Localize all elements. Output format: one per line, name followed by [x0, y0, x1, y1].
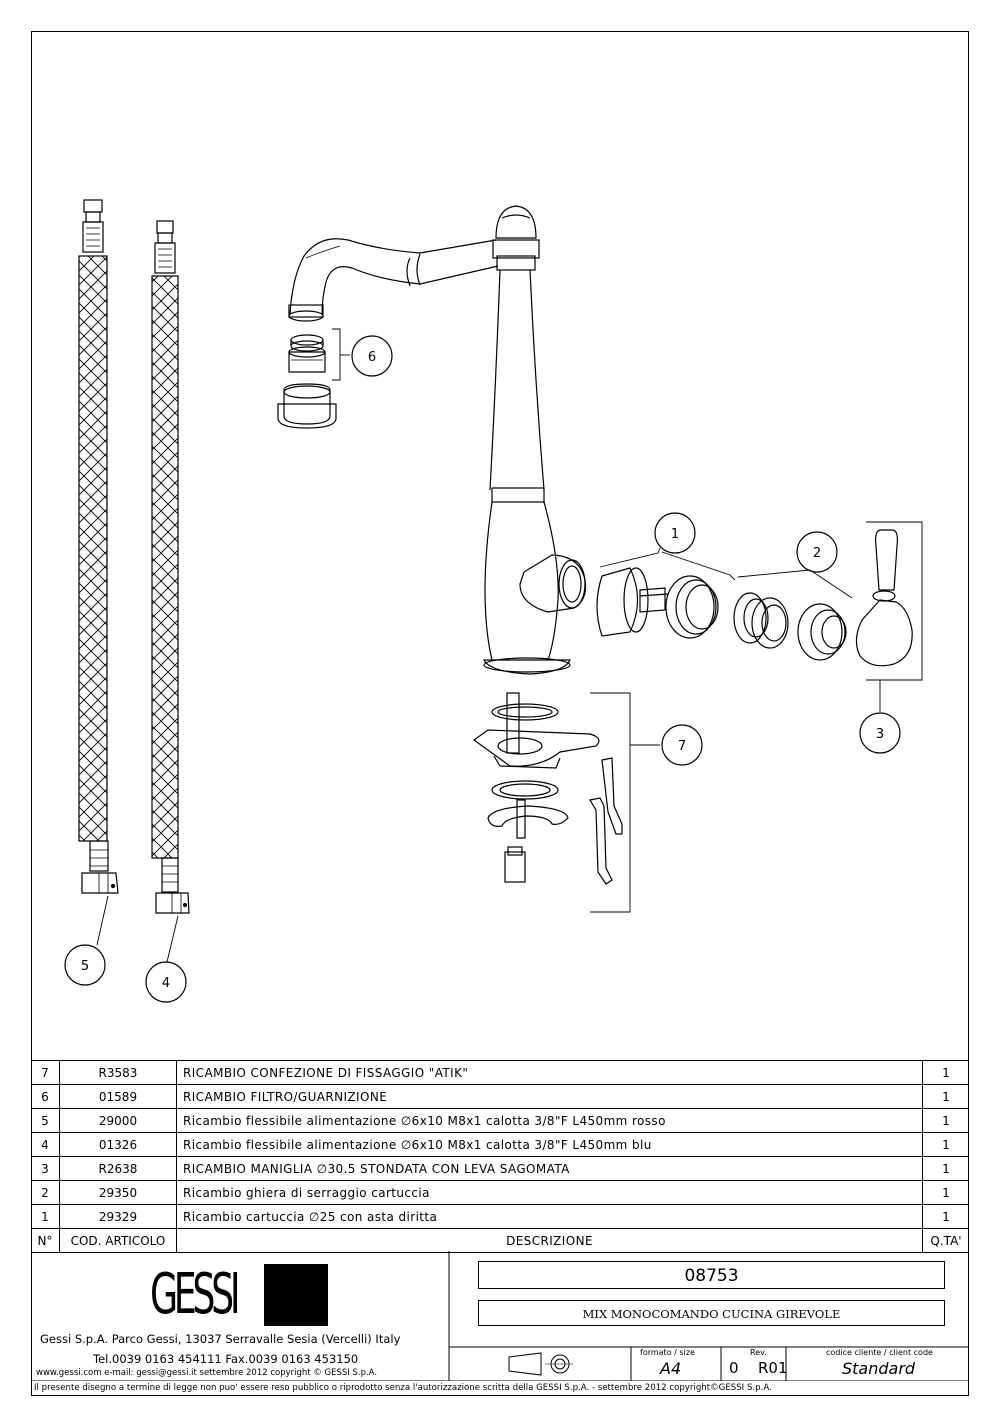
part-code: 29329 [59, 1204, 177, 1229]
part-quantity: 1 [922, 1204, 969, 1229]
part-quantity: 1 [922, 1084, 969, 1109]
callout-7: 7 [661, 724, 703, 766]
company-web: www.gessi.com e-mail: gessi@gessi.it set… [36, 1368, 378, 1378]
hose-red [78, 199, 119, 894]
svg-text:2: 2 [813, 546, 821, 561]
projection-symbol-icon [508, 1352, 573, 1376]
svg-text:4: 4 [162, 976, 170, 991]
leader-lines [96, 328, 923, 963]
ring-nut-parts [733, 592, 847, 661]
part-description: RICAMBIO MANIGLIA ∅30.5 STONDATA CON LEV… [176, 1156, 923, 1181]
part-description: Ricambio flessibile alimentazione ∅6x10 … [176, 1132, 923, 1157]
part-code: 29350 [59, 1180, 177, 1205]
handle-part [855, 529, 913, 667]
gessi-logo: GESSI [150, 1262, 241, 1327]
svg-text:3: 3 [876, 727, 884, 742]
client-code-value: Standard [842, 1359, 916, 1378]
parts-table-header: N° COD. ARTICOLO DESCRIZIONE Q.TA' [31, 1228, 969, 1253]
callout-3: 3 [859, 712, 901, 754]
fixing-kit-parts [472, 692, 623, 885]
rev-number: 0 [729, 1359, 739, 1377]
format-value: A4 [660, 1359, 682, 1378]
header-number: N° [31, 1228, 60, 1253]
part-description: RICAMBIO FILTRO/GUARNIZIONE [176, 1084, 923, 1109]
svg-text:5: 5 [81, 959, 89, 974]
part-code: 01326 [59, 1132, 177, 1157]
part-number: 4 [31, 1132, 60, 1157]
part-description: RICAMBIO CONFEZIONE DI FISSAGGIO "ATIK" [176, 1060, 923, 1085]
cartridge-part [596, 567, 719, 639]
header-description: DESCRIZIONE [176, 1228, 923, 1253]
article-number: 08753 [684, 1266, 739, 1286]
part-number: 2 [31, 1180, 60, 1205]
part-quantity: 1 [922, 1180, 969, 1205]
header-quantity: Q.TA' [922, 1228, 969, 1253]
callout-4: 4 [145, 961, 187, 1003]
callout-1: 1 [654, 512, 696, 554]
part-description: Ricambio ghiera di serraggio cartuccia [176, 1180, 923, 1205]
svg-text:7: 7 [678, 739, 686, 754]
svg-text:1: 1 [671, 527, 679, 542]
callout-5: 5 [64, 944, 106, 986]
rev-label: Rev. [750, 1348, 767, 1357]
callout-2: 2 [796, 531, 838, 573]
part-number: 7 [31, 1060, 60, 1085]
svg-text:6: 6 [368, 350, 376, 365]
header-code: COD. ARTICOLO [59, 1228, 177, 1253]
part-quantity: 1 [922, 1132, 969, 1157]
product-name-box: MIX MONOCOMANDO CUCINA GIREVOLE [478, 1300, 945, 1326]
format-label: formato / size [640, 1348, 695, 1357]
part-code: 29000 [59, 1108, 177, 1133]
part-number: 3 [31, 1156, 60, 1181]
part-description: Ricambio flessibile alimentazione ∅6x10 … [176, 1108, 923, 1133]
copyright-footer: Il presente disegno a termine di legge n… [34, 1383, 772, 1393]
part-code: 01589 [59, 1084, 177, 1109]
drawing-frame [31, 31, 969, 1396]
part-description: Ricambio cartuccia ∅25 con asta diritta [176, 1204, 923, 1229]
callout-6: 6 [351, 335, 393, 377]
faucet-body [288, 205, 587, 675]
exploded-view-drawing: 6 1 2 3 7 5 4 [64, 199, 923, 1003]
part-quantity: 1 [922, 1108, 969, 1133]
company-phone: Tel.0039 0163 454111 Fax.0039 0163 45315… [93, 1352, 359, 1366]
product-name: MIX MONOCOMANDO CUCINA GIREVOLE [582, 1307, 841, 1321]
company-address: Gessi S.p.A. Parco Gessi, 13037 Serraval… [40, 1332, 401, 1346]
part-number: 5 [31, 1108, 60, 1133]
part-code: R3583 [59, 1060, 177, 1085]
client-code-label: codice cliente / client code [826, 1348, 933, 1357]
article-number-box: 08753 [478, 1261, 945, 1289]
part-number: 6 [31, 1084, 60, 1109]
title-block-lines [31, 1251, 969, 1381]
rev-value: R01 [758, 1359, 788, 1377]
part-quantity: 1 [922, 1156, 969, 1181]
part-code: R2638 [59, 1156, 177, 1181]
logo-square [264, 1264, 328, 1326]
part-number: 1 [31, 1204, 60, 1229]
filter-parts [277, 334, 337, 429]
part-quantity: 1 [922, 1060, 969, 1085]
hose-blue [151, 220, 190, 914]
